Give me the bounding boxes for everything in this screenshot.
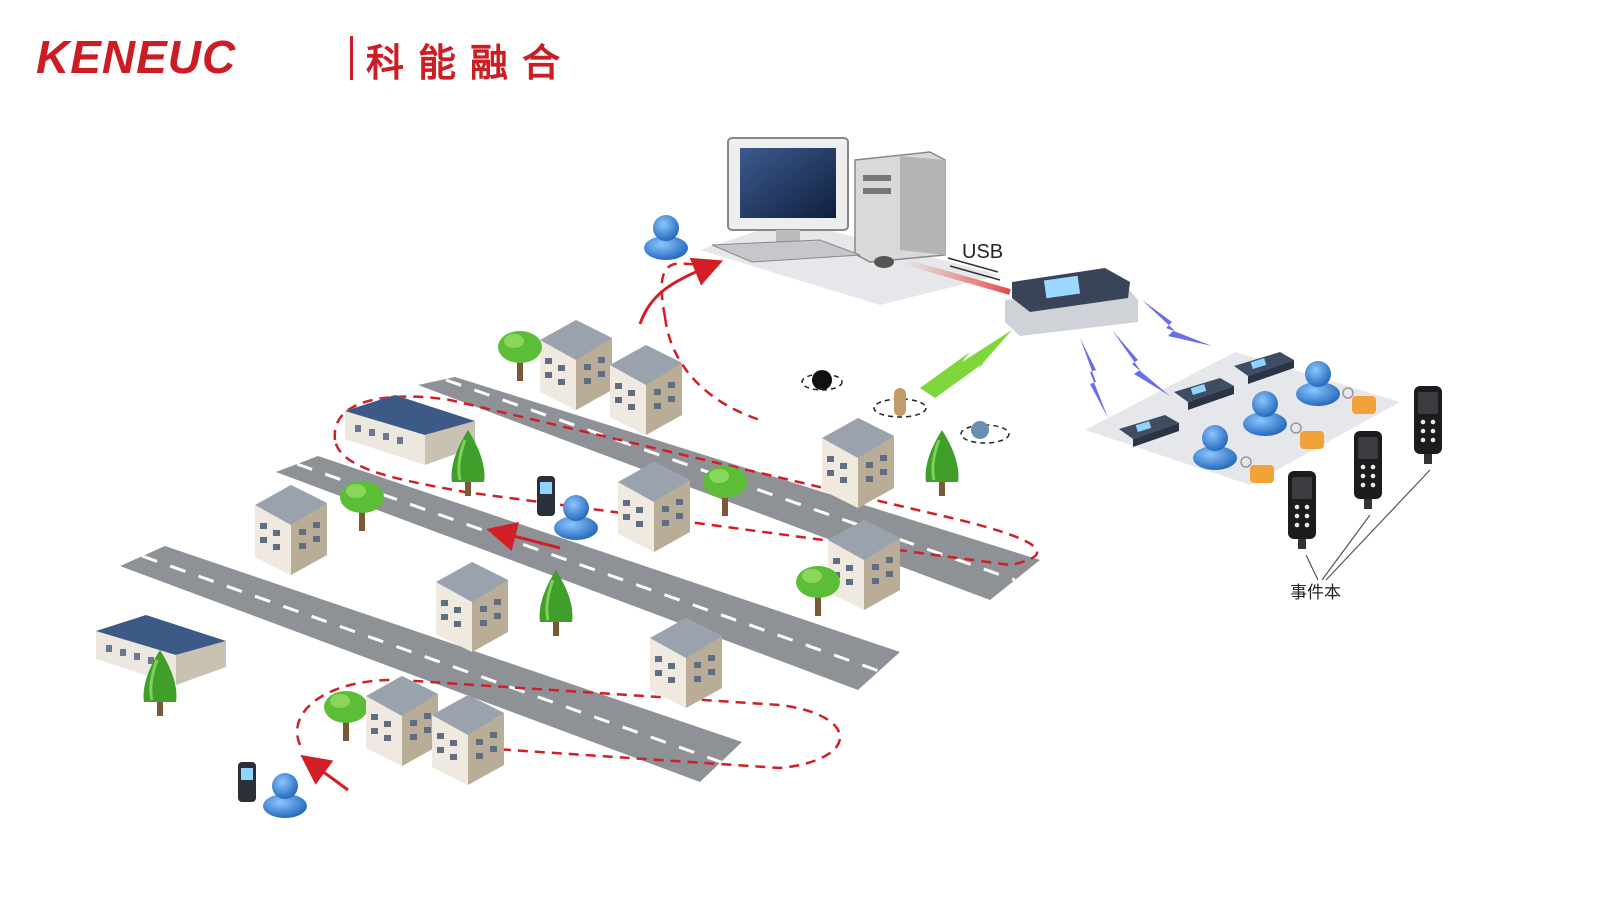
event-book-lines xyxy=(1305,469,1431,581)
usb-label: USB xyxy=(962,241,1003,263)
event-book-label: 事件本 xyxy=(1290,583,1341,602)
patrol-route xyxy=(295,260,1039,770)
building-icon xyxy=(822,418,894,508)
checkpoint-button-icon xyxy=(801,370,843,391)
building-icon xyxy=(650,618,722,708)
tree-icon xyxy=(703,466,747,516)
patrol-reader-base-icon xyxy=(1005,268,1138,336)
tree-icon xyxy=(498,331,542,381)
building-gate-icon xyxy=(345,395,475,465)
tree-icon xyxy=(324,691,368,741)
brand-logo-cn: 科能融合 xyxy=(366,41,575,85)
arrow-icon xyxy=(486,521,561,552)
brand-divider xyxy=(350,36,353,80)
event-book-handset-icon xyxy=(1354,431,1382,509)
tree-icon xyxy=(796,566,840,616)
building-icon xyxy=(432,695,504,785)
event-book-handset-icon xyxy=(1414,386,1442,464)
wireless-blue-icon xyxy=(1080,300,1212,418)
event-book-handset-icon xyxy=(1288,471,1316,549)
tree-icon xyxy=(924,428,960,498)
building-icon xyxy=(618,462,690,552)
building-icon xyxy=(540,320,612,410)
building-icon xyxy=(436,562,508,652)
user-icon xyxy=(263,773,307,818)
computer-icon xyxy=(711,137,946,268)
usb-arrows xyxy=(947,257,1001,281)
building-icon xyxy=(255,485,327,575)
brand-logo-en: KENEUC xyxy=(36,31,237,83)
patrol-reader-icon xyxy=(537,476,555,516)
wireless-green-icon xyxy=(920,330,1012,398)
building-icon xyxy=(366,676,438,766)
desk-platform xyxy=(700,220,1000,305)
patrol-reader-icon xyxy=(238,762,256,802)
user-icon xyxy=(554,495,598,540)
building-icon xyxy=(610,345,682,435)
checkpoint-globe-icon xyxy=(960,421,1010,444)
arrow-icon xyxy=(300,754,349,792)
checkpoint-tag-icon xyxy=(873,388,927,418)
road-3 xyxy=(120,546,742,782)
user-icon xyxy=(644,215,688,260)
arrow-icon xyxy=(638,257,724,325)
tree-icon xyxy=(340,481,384,531)
usb-link xyxy=(904,259,1011,295)
